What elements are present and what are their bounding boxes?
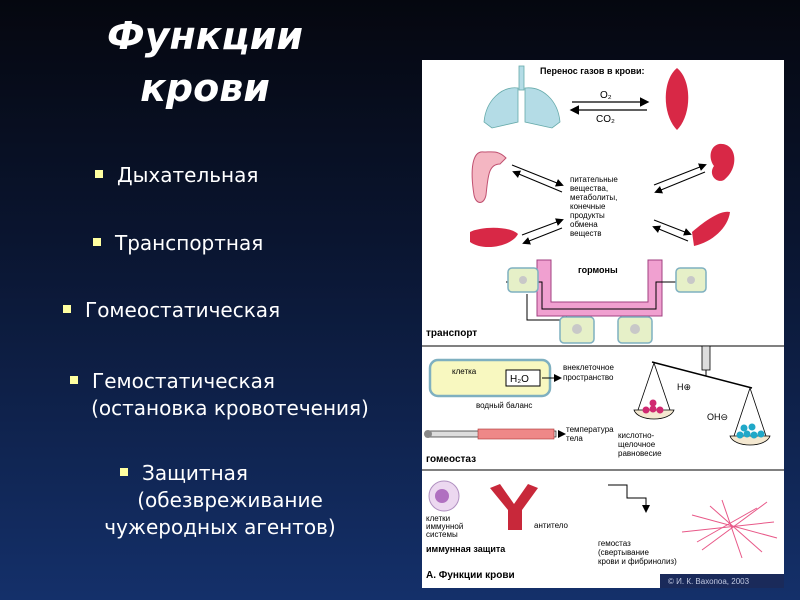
cell-label: клетка — [452, 367, 477, 376]
arrow-liver-in — [521, 218, 564, 236]
bullet-hemostatic: Гемостатическая (остановка кровотечения) — [40, 368, 410, 422]
hormones-label: гормоны — [578, 265, 618, 275]
cell-icon — [507, 267, 539, 293]
copyright-bar — [660, 574, 784, 588]
title-line-2: крови — [140, 66, 270, 110]
bullet-list: Дыхательная Транспортная Гомеостатическа… — [40, 162, 410, 539]
heart-muscle-icon — [692, 211, 730, 246]
bullet-square-icon — [95, 169, 103, 178]
h2o-box — [505, 369, 541, 387]
co2-label: CO₂ — [596, 114, 615, 125]
extracellular-label: внеклеточное пространство — [563, 363, 616, 382]
cell-icon — [559, 316, 595, 344]
blood-functions-figure: Перенос газов в крови: O₂ CO₂ питательны… — [422, 60, 784, 588]
nutrients-text: питательные вещества, метаболиты, конечн… — [570, 175, 620, 238]
figure-caption: А. Функции крови — [426, 570, 515, 581]
cell-icon — [675, 267, 707, 293]
arrow-heart-in — [653, 219, 692, 236]
immune-cells-label: клетки иммунной системы — [426, 514, 466, 539]
arrow-kidney-in — [654, 171, 706, 194]
title-line-1: Функции — [107, 14, 303, 58]
cell-icon — [617, 316, 653, 344]
bullet-square-icon — [93, 237, 101, 246]
intestine-icon — [471, 151, 507, 203]
homeostasis-label: гомеостаз — [426, 454, 476, 465]
fibrin-mesh-icon — [681, 499, 778, 559]
thermometer-icon — [424, 428, 557, 440]
copyright-label: © И. К. Вахопоа, 2003 — [668, 577, 750, 586]
h2o-label: H₂O — [510, 374, 529, 385]
cascade-arrow — [608, 484, 650, 513]
hemostasis-label: гемостаз (свертывание крови и фибринолиз… — [598, 539, 677, 566]
balance-scale-icon — [633, 345, 771, 446]
kidney-icon — [710, 143, 735, 181]
arrow-intestine-in — [511, 164, 564, 187]
slide-title: Функции крови — [70, 10, 340, 114]
liver-icon — [470, 227, 518, 248]
temperature-label: температура тела — [566, 425, 616, 443]
immune-protection-label: иммунная защита — [426, 544, 506, 554]
arrow-intestine-out — [512, 170, 563, 193]
transport-label: транспорт — [426, 328, 477, 339]
bullet-homeostatic: Гомеостатическая — [63, 297, 280, 324]
arrow-liver-out — [522, 227, 563, 245]
h-ion-label: H⊕ — [677, 382, 691, 392]
gas-transfer-label: Перенос газов в крови: — [540, 66, 645, 76]
bullet-square-icon — [120, 467, 128, 476]
water-balance-label: водный баланс — [476, 401, 532, 410]
arrow-kidney-out — [653, 163, 707, 186]
bullet-transport: Транспортная — [93, 230, 263, 257]
arrow-heart-out — [652, 225, 689, 242]
muscle-tissue-icon — [665, 68, 689, 130]
o2-label: O₂ — [600, 90, 612, 101]
figure-svg: Перенос газов в крови: O₂ CO₂ питательны… — [422, 65, 784, 588]
oh-ion-label: OH⊖ — [707, 412, 728, 422]
bullet-protective: Защитная (обезвреживание чужеродных аген… — [104, 461, 336, 539]
acid-base-label: кислотно- щелочное равновесие — [618, 431, 662, 458]
bullet-square-icon — [70, 375, 78, 384]
immune-cell-icon — [428, 480, 460, 512]
lungs-icon — [483, 65, 561, 129]
antibody-icon — [490, 484, 538, 530]
bullet-square-icon — [63, 304, 71, 313]
antibody-label: антитело — [534, 521, 569, 530]
bullet-respiratory: Дыхательная — [95, 162, 258, 189]
